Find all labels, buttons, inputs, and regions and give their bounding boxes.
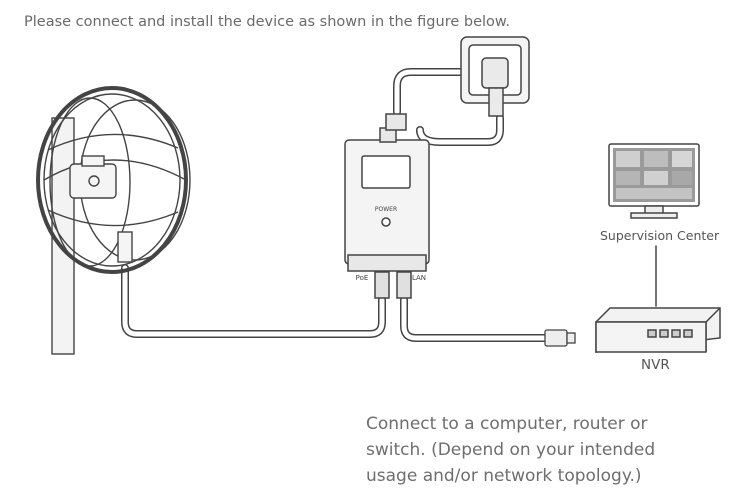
antenna	[36, 86, 191, 355]
monitor	[608, 143, 700, 219]
rj45-plug	[544, 329, 576, 347]
nvr-device	[595, 307, 721, 353]
supervision-center-label: Supervision Center	[600, 228, 720, 243]
lan-cable	[400, 296, 549, 342]
poe-cable	[121, 264, 386, 338]
port-panel	[347, 254, 427, 272]
note-line-2: switch. (Depend on your intended	[366, 440, 656, 460]
instruction-text: Please connect and install the device as…	[24, 14, 511, 30]
wall-outlet	[460, 36, 530, 117]
power-text: POWER	[375, 206, 397, 213]
feed-head	[69, 163, 117, 199]
poe-port-label: PoE	[356, 274, 369, 282]
note-line-1: Connect to a computer, router or	[366, 414, 648, 434]
cables	[121, 68, 657, 342]
poe-adapter	[344, 113, 430, 299]
adapter-window	[361, 155, 411, 189]
connection-note: Connect to a computer, router or switch.…	[366, 411, 686, 489]
lan-port-label: LAN	[412, 274, 426, 282]
note-line-3: usage and/or network topology.)	[366, 466, 642, 486]
nvr-label: NVR	[641, 357, 670, 373]
